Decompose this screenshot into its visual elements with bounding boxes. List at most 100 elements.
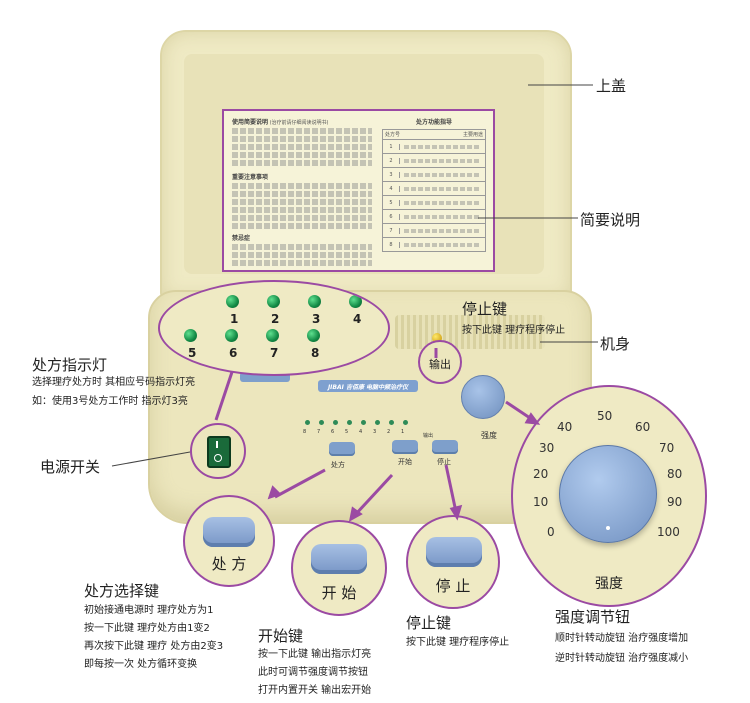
indicator-desc-1: 选择理疗处方时 其相应号码指示灯亮 — [32, 377, 196, 388]
stop-top-desc: 按下此键 理疗程序停止 — [462, 325, 566, 336]
manual-row-text — [404, 172, 481, 177]
stop-arrow — [444, 464, 458, 513]
rx-arrowhead — [267, 485, 282, 500]
power-switch[interactable] — [207, 436, 231, 468]
prescription-led-6 — [225, 329, 238, 342]
dial-tick: 40 — [557, 420, 573, 434]
dial-tick: 10 — [533, 495, 549, 509]
device-led-num: 3 — [373, 429, 377, 435]
dial-desc-2: 逆时针转动旋钮 治疗强度减小 — [555, 653, 689, 664]
power-pointer — [111, 451, 191, 467]
manual-row-number: 6 — [383, 213, 400, 220]
device-led — [333, 420, 338, 425]
led-num: 5 — [188, 346, 197, 360]
stop-key-title: 停止键 — [406, 614, 452, 632]
rx-key-line: 再次按下此键 理疗 处方由2变3 — [84, 641, 224, 652]
device-start-button[interactable] — [392, 440, 418, 454]
manual-table-row: 6 — [382, 210, 486, 224]
prescription-led-8 — [307, 329, 320, 342]
stop-button-callout: 停 止 — [406, 515, 500, 609]
rx-key-line: 按一下此键 理疗处方由1变2 — [84, 623, 210, 634]
speaker-grill — [395, 315, 545, 349]
indicator-desc-2: 如：使用3号处方工作时 指示灯3亮 — [32, 396, 188, 407]
prescription-led-4 — [349, 295, 362, 308]
prescription-led-5 — [184, 329, 197, 342]
manual-table-row: 1 — [382, 140, 486, 154]
device-led — [305, 420, 310, 425]
device-led-row — [305, 420, 408, 425]
manual-row-text — [404, 242, 481, 247]
manual-row-text — [404, 186, 481, 191]
stop-button[interactable] — [426, 537, 482, 567]
manual-table-row: 4 — [382, 182, 486, 196]
device-stop-label: 停止 — [437, 458, 451, 466]
manual-left-title: 使用简要说明 — [232, 119, 269, 126]
device-rx-button[interactable] — [329, 442, 355, 456]
led-num: 1 — [230, 312, 239, 326]
led-num: 4 — [353, 312, 362, 326]
manual-row-number: 1 — [383, 143, 400, 150]
manual-label: 简要说明 — [580, 211, 641, 229]
manual-row-number: 7 — [383, 227, 400, 234]
rx-button[interactable] — [203, 517, 255, 547]
manual-contra-title: 禁忌症 — [232, 235, 251, 242]
start-key-line: 此时可调节强度调节按钮 — [258, 667, 368, 678]
start-button-label: 开 始 — [321, 584, 357, 602]
start-key-line: 打开内置开关 输出宏开始 — [258, 685, 372, 696]
indicator-title: 处方指示灯 — [32, 356, 108, 374]
device-led-num: 7 — [317, 429, 321, 435]
power-switch-label: 电源开关 — [40, 458, 101, 476]
prescription-led-2 — [267, 295, 280, 308]
stop-button-label: 停 止 — [435, 577, 471, 595]
dial-tick: 50 — [597, 409, 613, 423]
device-output-small: 输出 — [423, 433, 434, 439]
power-arrow — [214, 371, 234, 421]
stop-arrowhead — [449, 504, 463, 521]
device-led — [347, 420, 352, 425]
intensity-label-small: 强度 — [481, 431, 497, 440]
intensity-dial[interactable] — [559, 445, 657, 543]
device-led-num: 8 — [303, 429, 307, 435]
dial-tick: 0 — [547, 525, 555, 539]
device-led — [319, 420, 324, 425]
rx-key-line: 即每按一次 处方循环变换 — [84, 659, 198, 670]
device-led-num: 5 — [345, 429, 349, 435]
dial-tick: 80 — [667, 467, 683, 481]
lid-label: 上盖 — [596, 77, 627, 95]
dial-tick: 20 — [533, 467, 549, 481]
manual-left-subtitle: (治疗前请仔细阅读说明书) — [269, 120, 329, 126]
manual-row-number: 3 — [383, 171, 400, 178]
start-button-callout: 开 始 — [291, 520, 387, 616]
intensity-knob-small[interactable] — [461, 375, 505, 419]
device-led-numbers: 8 7 6 5 4 3 2 1 — [303, 429, 406, 435]
brand-strip: JIBAI 吉佰康 电脑中频治疗仪 — [318, 380, 418, 392]
manual-col-rx: 处方号 — [385, 132, 401, 138]
device-stop-button[interactable] — [432, 440, 458, 454]
manual-row-number: 2 — [383, 157, 400, 164]
dial-tick: 100 — [657, 525, 680, 539]
manual-right-title: 处方功能指导 — [415, 119, 452, 126]
dial-tick: 90 — [667, 495, 683, 509]
led-num: 8 — [311, 346, 320, 360]
device-led — [403, 420, 408, 425]
start-button[interactable] — [311, 544, 367, 574]
manual-row-number: 5 — [383, 199, 400, 206]
prescription-led-3 — [308, 295, 321, 308]
device-led-num: 2 — [387, 429, 391, 435]
rx-key-line: 初始接通电源时 理疗处方为1 — [84, 605, 214, 616]
manual-row-text — [404, 158, 481, 163]
manual-table-row: 8 — [382, 238, 486, 252]
led-num: 3 — [312, 312, 321, 326]
dial-arrowhead — [524, 412, 541, 425]
device-led — [389, 420, 394, 425]
manual-row-number: 4 — [383, 185, 400, 192]
manual-row-text — [404, 214, 481, 219]
manual-table-row: 5 — [382, 196, 486, 210]
manual-sheet: 使用简要说明 (治疗前请仔细阅读说明书) 重要注意事项 禁忌症 处方功能指导 处… — [222, 109, 495, 272]
dial-tick: 70 — [659, 441, 675, 455]
manual-row-number: 8 — [383, 241, 400, 248]
start-key-line: 按一下此键 输出指示灯亮 — [258, 649, 372, 660]
dial-label: 强度 — [595, 576, 623, 592]
dial-tick: 30 — [539, 441, 555, 455]
